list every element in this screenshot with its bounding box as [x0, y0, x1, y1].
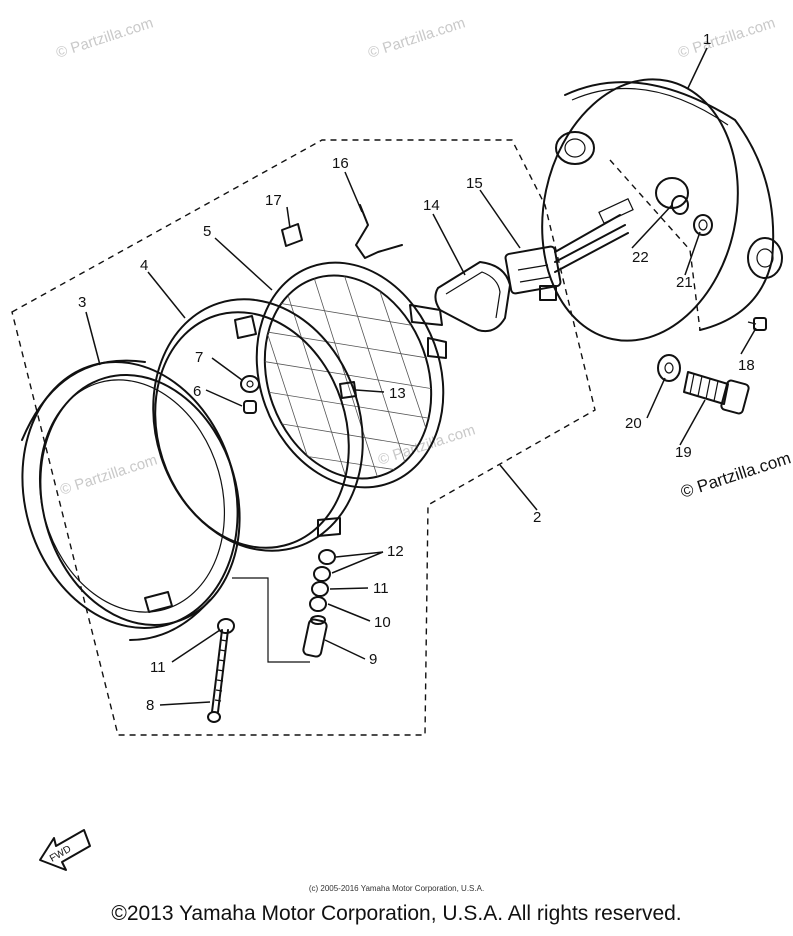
assembly-boundary — [11, 139, 596, 736]
callout-17: 17 — [265, 192, 282, 209]
watermark-top-left: © Partzilla.com — [54, 14, 155, 61]
watermark-top-center: © Partzilla.com — [366, 14, 467, 61]
bulb-boot — [434, 261, 511, 333]
callout-9: 9 — [369, 651, 377, 668]
callout-7: 7 — [195, 349, 203, 366]
callout-13: 13 — [389, 385, 406, 402]
washer-11 — [311, 581, 329, 597]
callout-14: 14 — [423, 197, 440, 214]
callouts: 1 2 3 4 5 6 7 8 9 10 11 11 12 13 14 15 1… — [78, 31, 755, 714]
leader-lines — [85, 47, 757, 706]
screw-18 — [747, 317, 767, 331]
callout-10: 10 — [374, 614, 391, 631]
callout-15: 15 — [466, 175, 483, 192]
washer-20 — [657, 354, 681, 382]
callout-11-lower: 11 — [150, 659, 166, 676]
mounting-bolt — [683, 371, 750, 415]
watermark-right-edge: © Partzilla.com — [678, 448, 793, 501]
adjusting-screw — [207, 577, 310, 723]
callout-2: 2 — [533, 509, 541, 526]
callout-6: 6 — [193, 383, 201, 400]
callout-20: 20 — [625, 415, 642, 432]
headlight-rim — [21, 359, 241, 641]
adjuster-spring — [302, 615, 328, 658]
sealed-beam-lens — [249, 261, 447, 496]
headlight-housing — [541, 78, 783, 342]
callout-1: 1 — [703, 31, 711, 48]
clip-17 — [281, 223, 303, 247]
callout-12: 12 — [387, 543, 404, 560]
clip-13 — [339, 381, 357, 399]
fwd-arrow-icon: FWD — [39, 829, 91, 871]
grommet — [655, 177, 689, 215]
retaining-spring — [355, 204, 403, 259]
callout-3: 3 — [78, 294, 86, 311]
callout-5: 5 — [203, 223, 211, 240]
fwd-label: FWD — [48, 844, 73, 865]
footer-copyright: ©2013 Yamaha Motor Corporation, U.S.A. A… — [111, 902, 682, 925]
nut-12 — [313, 549, 336, 582]
screw-6 — [243, 400, 257, 414]
callout-18: 18 — [738, 357, 755, 374]
watermark-left: © Partzilla.com — [58, 451, 159, 498]
lens-mounting-ring — [152, 298, 364, 552]
small-copyright: (c) 2005-2016 Yamaha Motor Corporation, … — [308, 884, 485, 893]
washer-21 — [693, 214, 713, 236]
callout-4: 4 — [140, 257, 148, 274]
callout-22: 22 — [632, 249, 649, 266]
nut-7 — [240, 375, 260, 393]
washer-10 — [309, 596, 327, 612]
watermark-top-right: © Partzilla.com — [676, 14, 777, 61]
socket-harness — [504, 198, 634, 301]
callout-19: 19 — [675, 444, 692, 461]
callout-8: 8 — [146, 697, 154, 714]
callout-21: 21 — [676, 274, 693, 291]
callout-11-upper: 11 — [373, 580, 389, 597]
callout-16: 16 — [332, 155, 349, 172]
